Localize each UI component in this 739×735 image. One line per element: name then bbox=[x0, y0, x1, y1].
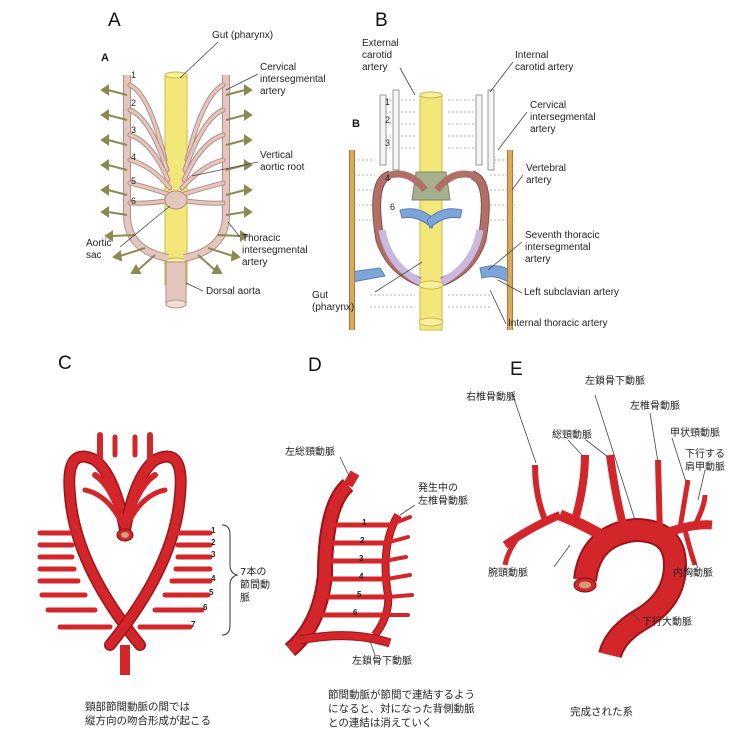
label-dorsal-aorta: Dorsal aorta bbox=[206, 286, 260, 298]
d-num-2: 2 bbox=[360, 536, 364, 545]
label-external-carotid: External carotid artery bbox=[362, 38, 399, 74]
c-num-4: 4 bbox=[211, 574, 215, 583]
d-label-left-subclavian: 左鎖骨下動脈 bbox=[352, 655, 412, 668]
c-num-7: 7 bbox=[191, 620, 195, 629]
right-vertebral-e bbox=[535, 465, 545, 520]
dorsal-aorta-tube bbox=[166, 262, 186, 304]
c-bracket-label: 7本の 節間動脈 bbox=[240, 566, 270, 605]
d-num-3: 3 bbox=[359, 554, 363, 563]
arch-b-num-1: 1 bbox=[385, 97, 390, 107]
arch-b-num-6: 6 bbox=[390, 202, 395, 212]
d-num-4: 4 bbox=[359, 572, 363, 581]
d-label-left-common-carotid: 左総頸動脈 bbox=[285, 446, 335, 459]
label-internal-carotid: Internal carotid artery bbox=[515, 50, 573, 74]
left-vertebral-e bbox=[658, 460, 660, 535]
e-label-descending-aorta: 下行大動脈 bbox=[642, 616, 692, 629]
label-vertical-aortic-root: Vertical aortic root bbox=[260, 150, 304, 174]
label-cervical-intersegmental: Cervical intersegmental artery bbox=[260, 62, 326, 98]
panel-a: A A bbox=[0, 0, 360, 345]
right-common-carotid-e bbox=[575, 455, 585, 520]
label-gut-pharynx: Gut (pharynx) bbox=[212, 30, 273, 42]
panel-a-diagram bbox=[0, 0, 360, 345]
arch-num-4: 4 bbox=[131, 152, 136, 162]
e-label-internal-thoracic: 内胸動脈 bbox=[673, 567, 713, 580]
bracket bbox=[222, 525, 237, 635]
c-num-2: 2 bbox=[211, 538, 215, 547]
arch-num-6: 6 bbox=[131, 196, 136, 206]
e-caption: 完成された系 bbox=[570, 705, 633, 719]
arch-b-num-2: 2 bbox=[385, 115, 390, 125]
e-label-left-vertebral: 左椎骨動脈 bbox=[630, 400, 680, 413]
d-num-6: 6 bbox=[353, 608, 357, 617]
c-num-6: 6 bbox=[203, 603, 207, 612]
left-common-carotid-d bbox=[290, 485, 348, 650]
d-label-developing-vertebral: 発生中の 左椎骨動脈 bbox=[418, 482, 468, 508]
label-gut-pharynx-b: Gut (pharynx) bbox=[312, 290, 354, 314]
panel-c-diagram bbox=[0, 345, 270, 735]
label-cervical-b: Cervical intersegmental artery bbox=[530, 100, 596, 136]
panel-c: C bbox=[0, 345, 270, 735]
e-label-thyrocervical: 甲状頸動脈 bbox=[670, 427, 720, 440]
label-internal-thoracic: Internal thoracic artery bbox=[508, 318, 608, 330]
left-common-carotid-e bbox=[610, 455, 625, 533]
arch-num-1: 1 bbox=[131, 70, 136, 80]
label-seventh-thoracic: Seventh thoracic intersegmental artery bbox=[525, 230, 600, 266]
d-caption: 節間動脈が節間で連結するよう になると、対になった背側動脈 との連結は消えていく bbox=[328, 688, 475, 730]
arch-b-num-4: 4 bbox=[385, 173, 390, 183]
brachiocephalic-e bbox=[560, 515, 610, 540]
label-thoracic-intersegmental: Thoracic intersegmental artery bbox=[242, 233, 308, 269]
c-num-1: 1 bbox=[211, 526, 215, 535]
arch-num-3: 3 bbox=[131, 125, 136, 135]
thyrocervical-e bbox=[680, 480, 688, 528]
c-caption: 頸部節間動脈の間では 縦方向の吻合形成が起こる bbox=[85, 700, 211, 728]
c-num-3: 3 bbox=[211, 550, 215, 559]
arch-b-num-3: 3 bbox=[385, 138, 390, 148]
e-label-left-subclavian: 左鎖骨下動脈 bbox=[585, 375, 645, 388]
arch-num-5: 5 bbox=[131, 176, 136, 186]
label-left-subclavian: Left subclavian artery bbox=[524, 287, 619, 299]
d-num-1: 1 bbox=[362, 518, 366, 527]
e-label-common-carotid: 総頸動脈 bbox=[552, 429, 592, 442]
panel-b: B B bbox=[330, 0, 739, 345]
label-vertebral: Vertebral artery bbox=[526, 163, 566, 187]
arch-num-2: 2 bbox=[131, 98, 136, 108]
panel-e: E 左鎖骨下動脈 bbox=[490, 345, 739, 735]
dorsal-aorta-end bbox=[166, 300, 186, 308]
label-aortic-sac: Aortic sac bbox=[86, 238, 112, 262]
e-label-brachiocephalic: 腕頭動脈 bbox=[488, 567, 528, 580]
panel-e-diagram bbox=[490, 345, 739, 735]
e-label-descending-scapular: 下行する 肩甲動脈 bbox=[685, 448, 725, 474]
d-num-5: 5 bbox=[357, 590, 361, 599]
aortic-sac bbox=[165, 191, 187, 209]
c-num-5: 5 bbox=[209, 588, 213, 597]
e-label-right-vertebral: 右椎骨動脈 bbox=[466, 391, 516, 404]
